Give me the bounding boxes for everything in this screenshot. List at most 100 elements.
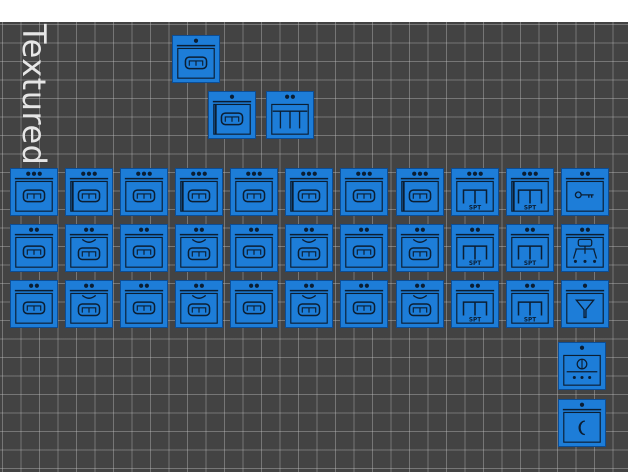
component-tile[interactable] [396,224,444,272]
indicator-dot [285,94,290,99]
component-tile[interactable]: SPT [451,224,499,272]
indicator-dot [31,171,37,176]
indicator-dot [29,283,34,288]
indicator-dot [580,227,585,232]
component-tile[interactable] [10,168,58,216]
component-tile[interactable] [175,224,223,272]
indicator-dot [26,171,31,176]
oven-icon [179,171,219,212]
component-tile[interactable]: SPT [451,168,499,216]
component-tile[interactable] [65,280,113,328]
indicator-dot [84,283,89,288]
indicator-dot [257,171,262,176]
component-tile[interactable]: SPT [506,280,554,328]
component-tile[interactable] [266,91,314,139]
oven-icon [124,171,164,212]
component-tile[interactable] [120,280,168,328]
component-tile[interactable] [558,399,606,447]
indicator-dot [423,171,428,176]
oven-icon [234,283,274,324]
indicator-dot [34,227,39,232]
fan-oven-icon [179,283,219,324]
indicator-dot [306,171,312,176]
component-tile[interactable] [230,280,278,328]
indicator-dot [141,171,147,176]
component-tile[interactable] [561,168,609,216]
indicator-dot [420,227,425,232]
indicator-dot [530,227,535,232]
component-tile[interactable] [208,91,256,139]
oven-icon [176,38,216,79]
component-tile[interactable] [172,35,220,83]
indicator-dot [37,171,42,176]
oven-icon [234,171,274,212]
indicator-dot [478,171,483,176]
indicator-dot [415,283,420,288]
indicator-dot [579,345,585,350]
indicator-dot [367,171,372,176]
component-tile[interactable] [285,280,333,328]
indicator-dot [84,227,89,232]
indicator-dot [475,283,480,288]
indicator-dot [530,283,535,288]
indicator-dot [254,283,259,288]
component-tile[interactable] [10,224,58,272]
indicator-dot [301,171,306,176]
fan-oven-icon [69,227,109,268]
spt-label: SPT [524,261,536,267]
component-tile[interactable] [10,280,58,328]
component-tile[interactable] [561,280,609,328]
indicator-dot [415,227,420,232]
oven-icon [124,283,164,324]
component-tile[interactable] [561,224,609,272]
component-tile[interactable] [396,168,444,216]
component-tile[interactable] [120,224,168,272]
indicator-dot [144,283,149,288]
component-tile[interactable] [65,168,113,216]
fan-oven-icon [289,283,329,324]
component-tile[interactable] [340,280,388,328]
indicator-dot [585,227,590,232]
indicator-dot [361,171,367,176]
indicator-dot [533,171,538,176]
spt-icon: SPT [510,171,550,212]
spt-label: SPT [524,205,536,211]
spt-label: SPT [469,261,481,267]
component-tile[interactable] [558,342,606,390]
indicator-dot [522,171,527,176]
component-tile[interactable] [175,280,223,328]
indicator-dot [29,227,34,232]
oven-icon [14,171,54,212]
component-tile[interactable] [65,224,113,272]
component-tile[interactable] [285,168,333,216]
indicator-dot [290,94,295,99]
indicator-dot [34,283,39,288]
indicator-dot [472,171,478,176]
component-tile[interactable] [120,168,168,216]
indicator-dot [582,283,588,288]
spt-label: SPT [469,205,481,211]
indicator-dot [139,283,144,288]
indicator-dot [525,283,530,288]
component-tile[interactable] [285,224,333,272]
component-tile[interactable] [230,168,278,216]
indicator-dot [364,227,369,232]
component-tile[interactable]: SPT [506,224,554,272]
fan-oven-icon [179,227,219,268]
component-tile[interactable] [175,168,223,216]
component-tile[interactable] [230,224,278,272]
component-tile[interactable] [396,280,444,328]
component-tile[interactable] [340,224,388,272]
indicator-dot [89,227,94,232]
indicator-dot [144,227,149,232]
component-tile[interactable] [340,168,388,216]
indicator-dot [309,283,314,288]
component-tile[interactable]: SPT [506,168,554,216]
indicator-dot [191,171,196,176]
indicator-dot [246,171,251,176]
indicator-dot [420,283,425,288]
indicator-dot [202,171,207,176]
component-tile[interactable]: SPT [451,280,499,328]
funnel-icon [565,283,605,324]
